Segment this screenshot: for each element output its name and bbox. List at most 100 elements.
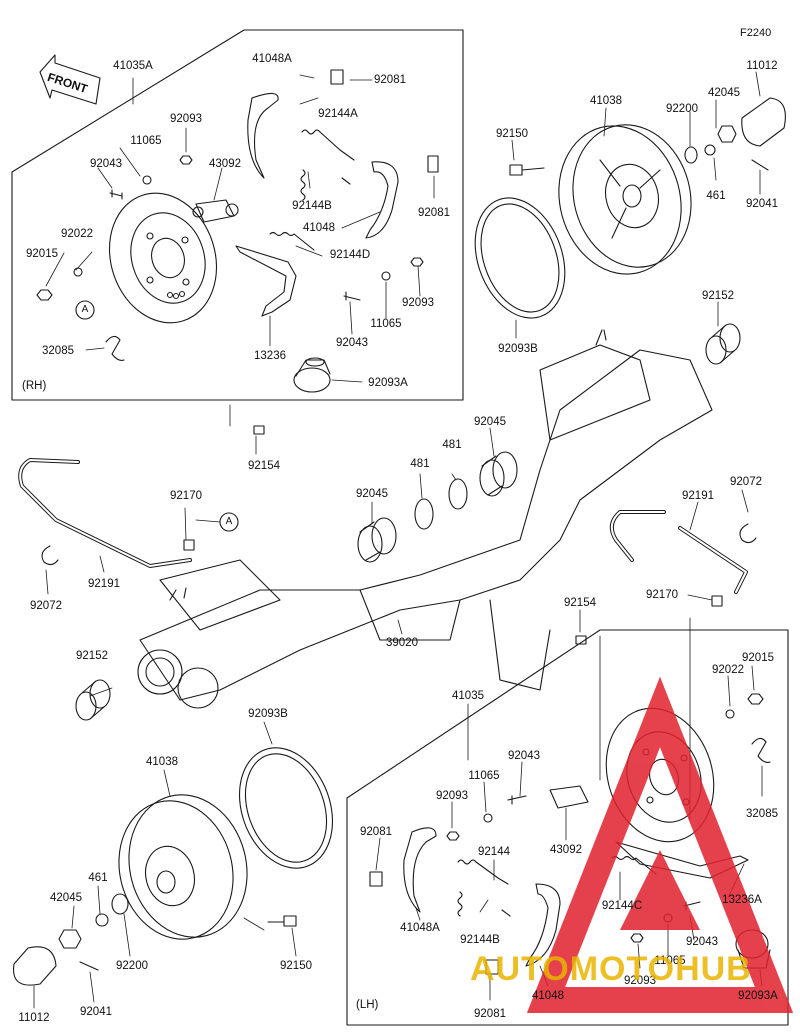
lh-washer-92200 <box>111 893 129 915</box>
lh-group-box <box>346 629 789 1026</box>
lh-spring-92144B <box>457 891 511 917</box>
collar-92152-right <box>705 323 741 365</box>
rh-washer-92022 <box>73 267 83 277</box>
watermark-word: AUTOMOTOHUB <box>470 950 752 988</box>
label-92144B: 92144B <box>292 200 332 212</box>
rh-bushing-92093A <box>293 357 331 393</box>
bolt-92154-top <box>253 425 265 435</box>
label-92144D: 92144D <box>329 249 371 261</box>
label-461: 461 <box>706 190 726 202</box>
swingarm-39020 <box>137 329 713 709</box>
label-92045-left: 92045 <box>356 488 388 500</box>
label-92043: 92043 <box>90 158 122 170</box>
label-41048A-bot: 41048A <box>400 922 440 934</box>
lh-nut-92093 <box>446 831 460 841</box>
label-92081b: 92081 <box>418 207 450 219</box>
label-92191-left: 92191 <box>88 578 120 590</box>
label-41035: 41035 <box>452 690 484 702</box>
label-92200: 92200 <box>666 103 698 115</box>
label-92154: 92154 <box>248 460 280 472</box>
label-92072-right: 92072 <box>730 476 762 488</box>
label-92093A-bot: 92093A <box>738 990 778 1002</box>
rh-brake-shoe-41048 <box>365 161 399 239</box>
lh-pin-92041 <box>79 961 99 971</box>
callout-a-top-label: A <box>81 304 89 315</box>
lh-washer-11065 <box>483 813 493 823</box>
clip-92170-left <box>183 539 195 551</box>
label-92152-left: 92152 <box>76 650 108 662</box>
lh-wheel-cylinder-43092 <box>549 785 589 809</box>
rh-bolt-92043 <box>109 189 123 200</box>
label-32085b: 32085 <box>746 808 778 820</box>
clamp-92072-right <box>739 523 757 544</box>
label-41038-bot: 41038 <box>146 756 178 768</box>
label-92154-right: 92154 <box>564 597 596 609</box>
rh-lever-13236 <box>235 245 297 317</box>
label-92093B: 92093B <box>498 343 538 355</box>
rh-washer-92200 <box>684 146 698 164</box>
label-92093d: 92093 <box>624 975 656 987</box>
rh-spring-92144D <box>269 231 315 251</box>
rh-label: (RH) <box>22 380 47 392</box>
lh-cap-11012 <box>12 946 57 986</box>
lh-washer-461 <box>95 913 109 927</box>
lh-spring-92144 <box>457 859 509 885</box>
label-13236: 13236 <box>254 350 286 362</box>
label-92045-mid: 92045 <box>474 416 506 428</box>
label-11012: 11012 <box>746 60 778 72</box>
label-11012-bot: 11012 <box>18 1012 50 1024</box>
label-92144C: 92144C <box>601 900 643 912</box>
clamp-92072-left <box>41 545 59 566</box>
rh-washer-11065b <box>381 271 391 281</box>
label-43092: 43092 <box>209 158 241 170</box>
label-41035A: 41035A <box>113 60 153 72</box>
label-92150: 92150 <box>496 128 528 140</box>
label-92170-left: 92170 <box>170 490 202 502</box>
bearing-92045-mid <box>479 451 518 497</box>
watermark-logo <box>526 676 794 1013</box>
lh-clip-32085 <box>751 737 771 763</box>
label-42045: 42045 <box>708 87 740 99</box>
label-481-a: 481 <box>410 458 430 470</box>
ring-481-b <box>448 478 468 510</box>
label-92015b: 92015 <box>742 652 774 664</box>
lh-clip-92081a <box>369 871 383 887</box>
label-92150-bot: 92150 <box>280 960 312 972</box>
rh-spring-92144A <box>301 129 355 161</box>
label-11065: 11065 <box>130 135 162 147</box>
label-11065b: 11065 <box>370 318 402 330</box>
ring-481-a <box>414 498 434 530</box>
label-92093A: 92093A <box>368 377 408 389</box>
label-39020: 39020 <box>386 637 418 649</box>
label-92093B-bot: 92093B <box>248 708 288 720</box>
lh-brake-shoe-41048 <box>525 883 561 967</box>
label-92170-right: 92170 <box>646 589 678 601</box>
lh-nut-92015 <box>747 693 764 705</box>
label-92041: 92041 <box>746 198 778 210</box>
rh-pin-92043b <box>343 291 361 301</box>
lh-nut-92093b <box>630 933 644 943</box>
figure-number: F2240 <box>740 27 772 39</box>
lh-washer-92022 <box>725 709 735 719</box>
label-41038: 41038 <box>590 95 622 107</box>
lh-bolt-92150 <box>267 915 297 927</box>
rh-spring-92144B <box>300 169 351 201</box>
label-11065d: 11065 <box>654 955 686 967</box>
lh-lever-13236A <box>615 841 749 879</box>
bolt-92154-right <box>575 635 587 645</box>
rh-cap-11012 <box>741 97 786 147</box>
label-461-bot: 461 <box>88 872 108 884</box>
rh-clip-92081b <box>427 155 439 173</box>
label-32085: 32085 <box>42 345 74 357</box>
label-481-b: 481 <box>442 439 462 451</box>
label-13236A: 13236A <box>722 894 762 906</box>
watermark-text: AUTOMOTOHUB <box>470 950 752 989</box>
rh-bolt-92150 <box>509 164 545 176</box>
label-42045-bot: 42045 <box>50 892 82 904</box>
label-92081: 92081 <box>374 74 406 86</box>
rh-nut-92093 <box>179 155 193 165</box>
label-92191-right: 92191 <box>682 490 714 502</box>
label-92043c: 92043 <box>508 750 540 762</box>
label-92093b: 92093 <box>402 297 434 309</box>
